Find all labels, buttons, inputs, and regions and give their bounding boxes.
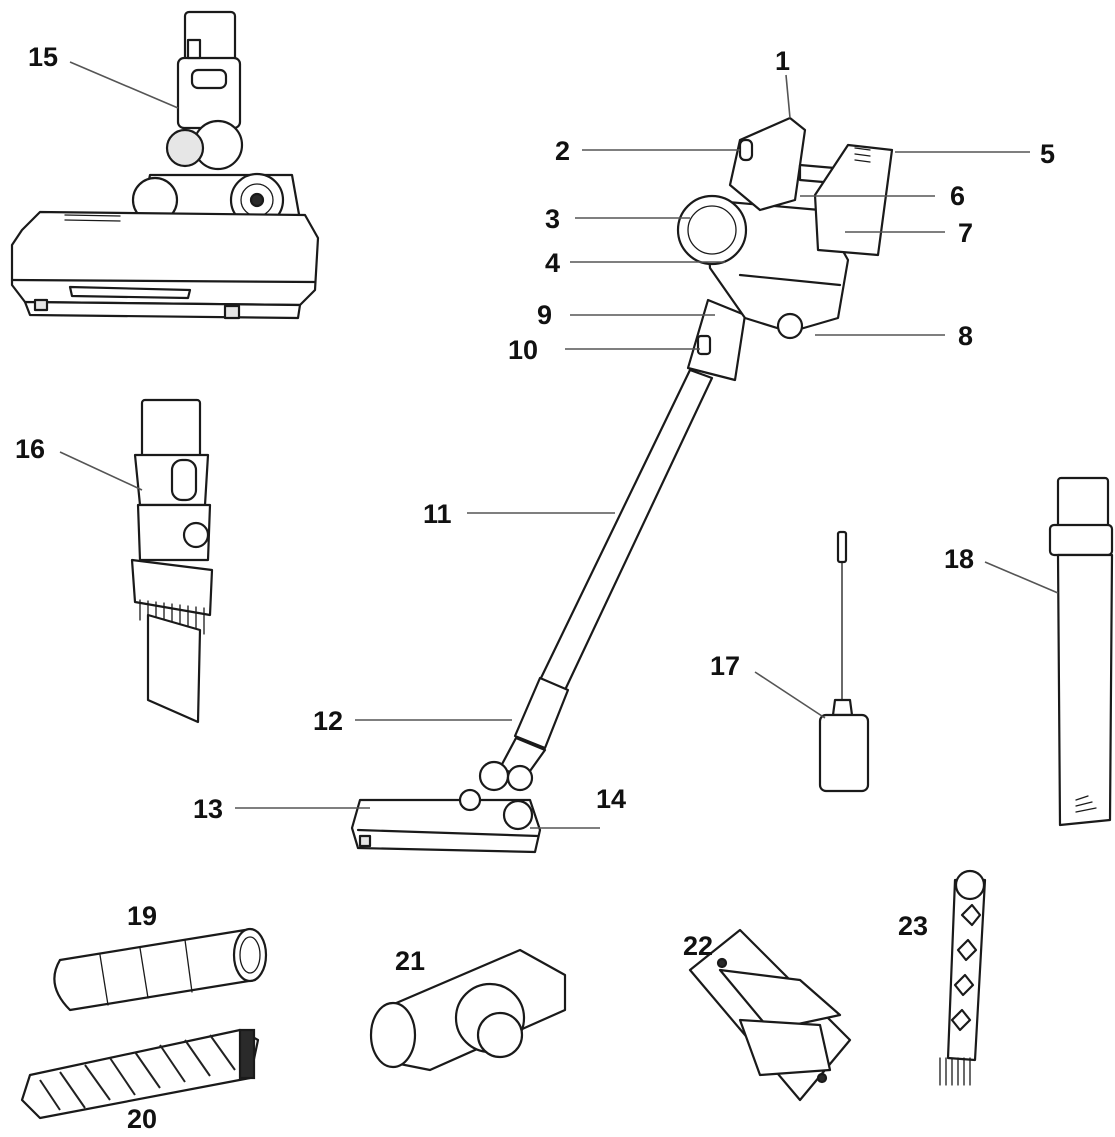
callout-22: 22 — [683, 931, 713, 961]
callout-12: 12 — [313, 706, 343, 736]
callout-19: 19 — [127, 901, 157, 931]
callout-14: 14 — [596, 784, 626, 814]
callout-8: 8 — [958, 321, 973, 351]
callout-7: 7 — [958, 218, 973, 248]
callout-13: 13 — [193, 794, 223, 824]
main-vacuum-illustration — [350, 116, 894, 854]
wall-mount-illustration — [688, 928, 852, 1102]
callout-1: 1 — [775, 46, 790, 76]
callout-10: 10 — [508, 335, 538, 365]
long-crevice-tool-illustration — [1048, 476, 1114, 827]
callout-16: 16 — [15, 434, 45, 464]
mini-motor-brush-illustration — [369, 948, 567, 1072]
callout-11: 11 — [423, 499, 452, 529]
callout-2: 2 — [555, 136, 570, 166]
callout-18: 18 — [944, 544, 974, 574]
callout-4: 4 — [545, 248, 560, 278]
cleaning-tool-illustration — [939, 869, 987, 1086]
floor-brush-head-illustration — [10, 10, 320, 320]
callout-3: 3 — [545, 204, 560, 234]
soft-roller-illustration — [53, 927, 268, 1012]
callout-23: 23 — [898, 911, 928, 941]
bristle-roller-illustration — [20, 1028, 260, 1120]
callout-6: 6 — [950, 181, 965, 211]
combination-brush-tool-illustration — [130, 398, 214, 724]
callout-15: 15 — [28, 42, 58, 72]
callout-21: 21 — [395, 946, 425, 976]
callout-9: 9 — [537, 300, 552, 330]
charger-illustration — [818, 530, 870, 793]
callout-17: 17 — [710, 651, 740, 681]
callout-labels: 1 2 3 4 5 6 7 8 9 10 11 12 13 14 15 16 1… — [15, 42, 1055, 1134]
callout-20: 20 — [127, 1104, 157, 1134]
leader-lines — [59, 61, 1059, 829]
callout-5: 5 — [1040, 139, 1055, 169]
